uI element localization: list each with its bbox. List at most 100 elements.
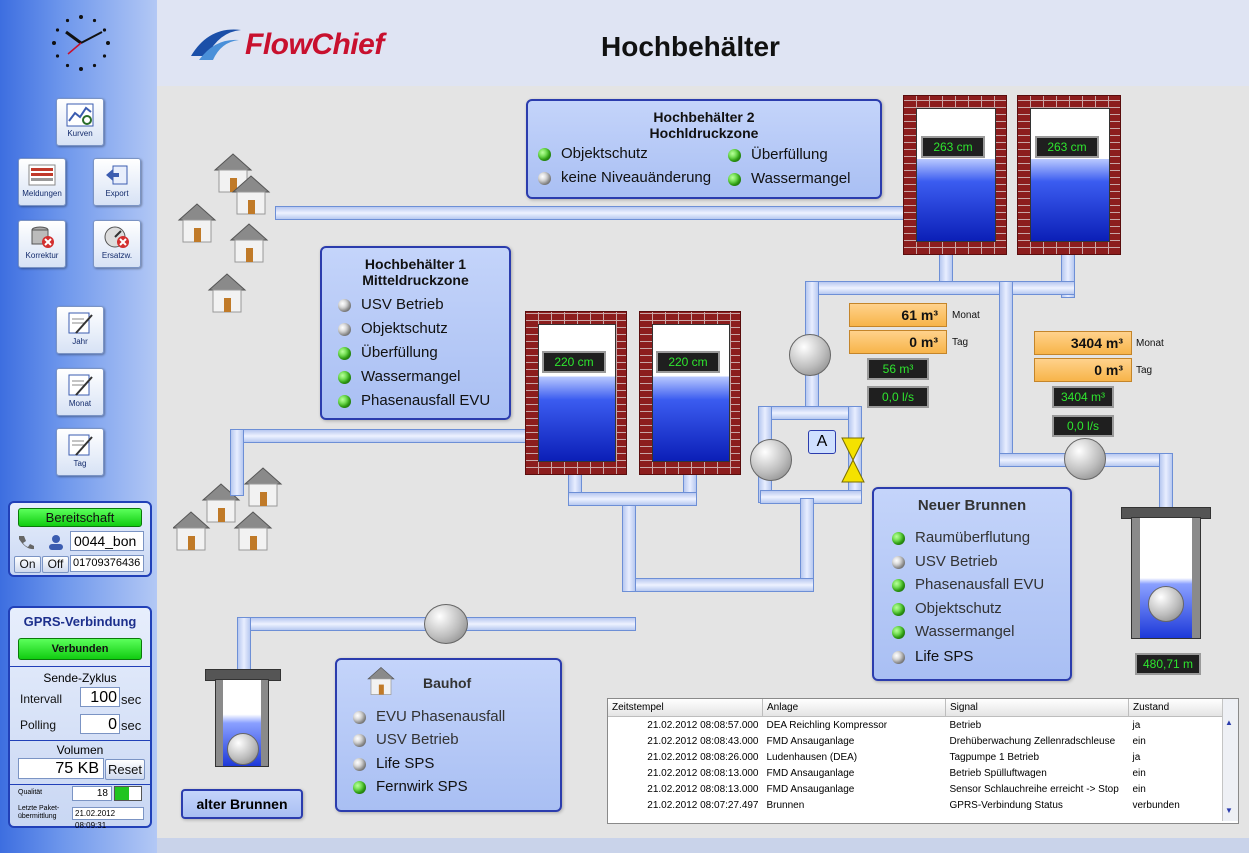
status-niveau: keine Niveauänderung [538, 169, 711, 186]
korrektur-button[interactable]: Korrektur [18, 220, 66, 268]
status-usv: USV Betrieb [353, 731, 459, 748]
status-life-sps: Life SPS [892, 648, 973, 665]
reset-button[interactable]: Reset [105, 759, 145, 780]
status-ueberfuellung: Überfüllung [728, 146, 828, 163]
old-well-pump[interactable] [227, 733, 259, 765]
standby-on-button[interactable]: On [14, 556, 41, 573]
meldungen-button[interactable]: Meldungen [18, 158, 66, 206]
tank-hb1-left [538, 324, 616, 462]
last-packet-label: Letzte Paket-übermittlung [18, 805, 60, 820]
interval-input[interactable]: 100 [80, 687, 120, 707]
standby-user-field[interactable]: 0044_bon [70, 531, 144, 551]
status-led [353, 780, 366, 794]
pipe [622, 504, 636, 592]
standby-off-button[interactable]: Off [42, 556, 69, 573]
status-phasenausfall: Phasenausfall EVU [892, 576, 1044, 593]
tank-hb2-left [916, 108, 996, 242]
status-wassermangel: Wassermangel [338, 368, 460, 385]
pipe [232, 429, 529, 443]
process-canvas: 263 cm 263 cm 220 cm 220 cm A 61 m³ Mona… [157, 86, 1249, 838]
panel-title: Neuer Brunnen [917, 497, 1027, 514]
polling-input[interactable]: 0 [80, 714, 120, 734]
panel-title: Hochbehälter 2 [653, 109, 755, 125]
gauge-replace-icon [104, 226, 129, 248]
status-objektschutz: Objektschutz [538, 145, 648, 162]
interval-unit: sec [121, 692, 142, 707]
phone-icon [19, 536, 34, 550]
old-well-label-box: alter Brunnen [181, 789, 303, 819]
flowchief-logo-icon [191, 29, 241, 60]
column-header[interactable]: Anlage [762, 699, 946, 717]
column-header[interactable]: Signal [945, 699, 1129, 717]
meter-a-monat: 61 m³ [849, 303, 947, 327]
status-led [892, 531, 905, 545]
meter-b-total: 3404 m³ [1052, 386, 1114, 408]
export-button[interactable]: Export [93, 158, 141, 206]
valve-icon[interactable] [840, 436, 866, 484]
panel-neuer-brunnen: Neuer Brunnen Raumüberflutung USV Betrie… [872, 487, 1072, 681]
monat-button[interactable]: Monat [56, 368, 104, 416]
scroll-up-icon[interactable]: ▲ [1225, 718, 1233, 727]
messages-icon [28, 164, 56, 186]
pump[interactable] [789, 334, 831, 376]
column-header[interactable]: Zeitstempel [608, 699, 763, 717]
status-led [353, 757, 366, 771]
database-correct-icon [31, 226, 54, 248]
event-log[interactable]: Zeitstempel Anlage Signal Zustand 21.02.… [607, 698, 1239, 824]
status-phasenausfall: Phasenausfall EVU [338, 392, 490, 409]
pipe [230, 429, 244, 496]
pipe [568, 492, 697, 506]
status-led [338, 346, 351, 360]
clock-icon [52, 15, 110, 71]
ersatzw-button[interactable]: Ersatzw. [93, 220, 141, 268]
meter-b-tag-label: Tag [1136, 365, 1153, 376]
houses-group-top-icon [178, 153, 270, 313]
tag-button[interactable]: Tag [56, 428, 104, 476]
valve-label: A [808, 430, 836, 454]
gprs-box: GPRS-Verbindung Verbunden Sende-Zyklus I… [8, 606, 152, 830]
interval-label: Intervall [20, 692, 63, 706]
volume-label: Volumen [56, 743, 104, 757]
pump[interactable] [750, 439, 792, 481]
tank-hb1-right [652, 324, 730, 462]
well-pump[interactable] [1148, 586, 1184, 622]
standby-phone-field[interactable]: 01709376436 [70, 555, 144, 572]
volume-value: 75 KB [18, 758, 104, 779]
meter-a-tag: 0 m³ [849, 330, 947, 354]
pump[interactable] [424, 604, 468, 644]
quality-value: 18 [72, 786, 112, 801]
send-cycle-label: Sende-Zyklus [43, 671, 117, 685]
quality-label: Qualität [18, 789, 43, 796]
scrollbar[interactable]: ▲ ▼ [1222, 699, 1238, 821]
kurven-button[interactable]: Kurven [56, 98, 104, 146]
meter-a-flow: 0,0 l/s [867, 386, 929, 408]
jahr-button[interactable]: Jahr [56, 306, 104, 354]
status-led [892, 650, 905, 664]
status-led [892, 578, 905, 592]
quality-bar [114, 786, 142, 801]
status-led [728, 172, 741, 186]
status-objektschutz: Objektschutz [338, 320, 448, 337]
panel-bauhof: Bauhof EVU Phasenausfall USV Betrieb Lif… [335, 658, 562, 812]
meter-b-monat-label: Monat [1136, 338, 1164, 349]
status-led [538, 171, 551, 185]
tank-level-display: 263 cm [1035, 136, 1099, 158]
status-ueberfuellung: Überfüllung [338, 344, 438, 361]
status-led [338, 298, 351, 312]
pump[interactable] [1064, 438, 1106, 480]
tank-housing [1017, 95, 1121, 255]
status-wassermangel: Wassermangel [892, 623, 1014, 640]
scroll-down-icon[interactable]: ▼ [1225, 806, 1233, 815]
export-icon [106, 165, 128, 185]
user-icon [49, 535, 63, 550]
polling-label: Polling [20, 718, 57, 732]
status-led [338, 322, 351, 336]
polling-unit: sec [121, 718, 142, 733]
pipe [760, 406, 862, 420]
